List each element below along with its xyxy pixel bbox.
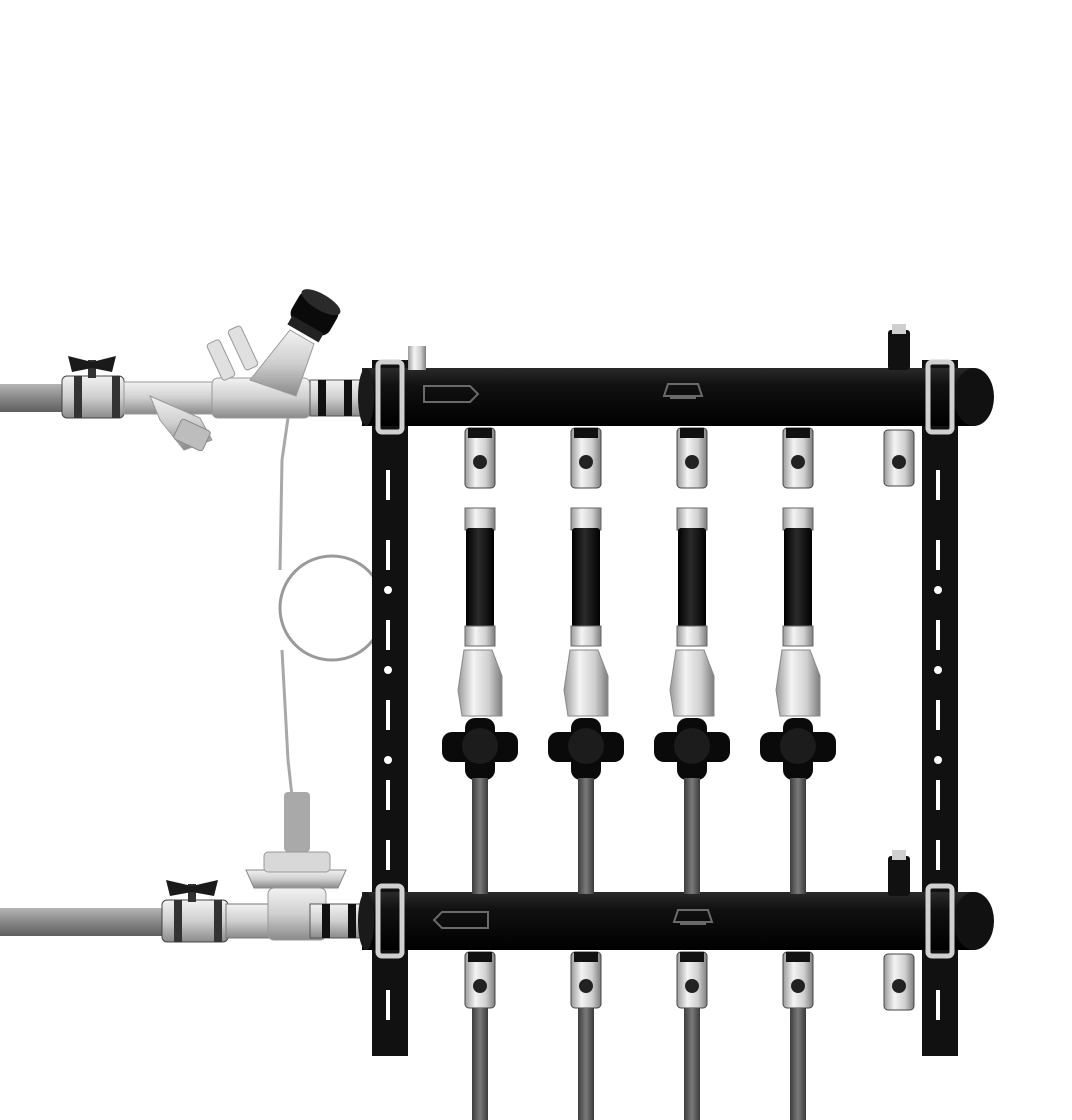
flow-arrow-right-icon [423, 385, 480, 403]
circuit-3 [654, 427, 730, 1120]
circuit-1 [442, 427, 518, 1120]
drain-fittings [883, 429, 915, 1011]
supply-line [0, 289, 365, 452]
manifold-logo-icon [662, 383, 704, 399]
balancing-valve-knob [287, 289, 341, 343]
return-header [358, 850, 994, 959]
return-line [0, 792, 367, 943]
return-pipe [0, 908, 170, 936]
pressure-regulator-diaphragm [245, 869, 347, 889]
air-vent [888, 856, 910, 896]
butterfly-handle-icon [68, 356, 116, 372]
circuit-2 [548, 427, 624, 1120]
manifold-logo-icon [672, 909, 714, 925]
supply-pipe [0, 384, 70, 412]
outlet-circuits [442, 427, 836, 1120]
flow-arrow-left-icon [432, 911, 489, 929]
supply-header [358, 324, 994, 435]
air-vent [888, 330, 910, 370]
capillary-tube [278, 417, 386, 797]
butterfly-handle-icon [166, 880, 218, 896]
circuit-4 [760, 427, 836, 1120]
